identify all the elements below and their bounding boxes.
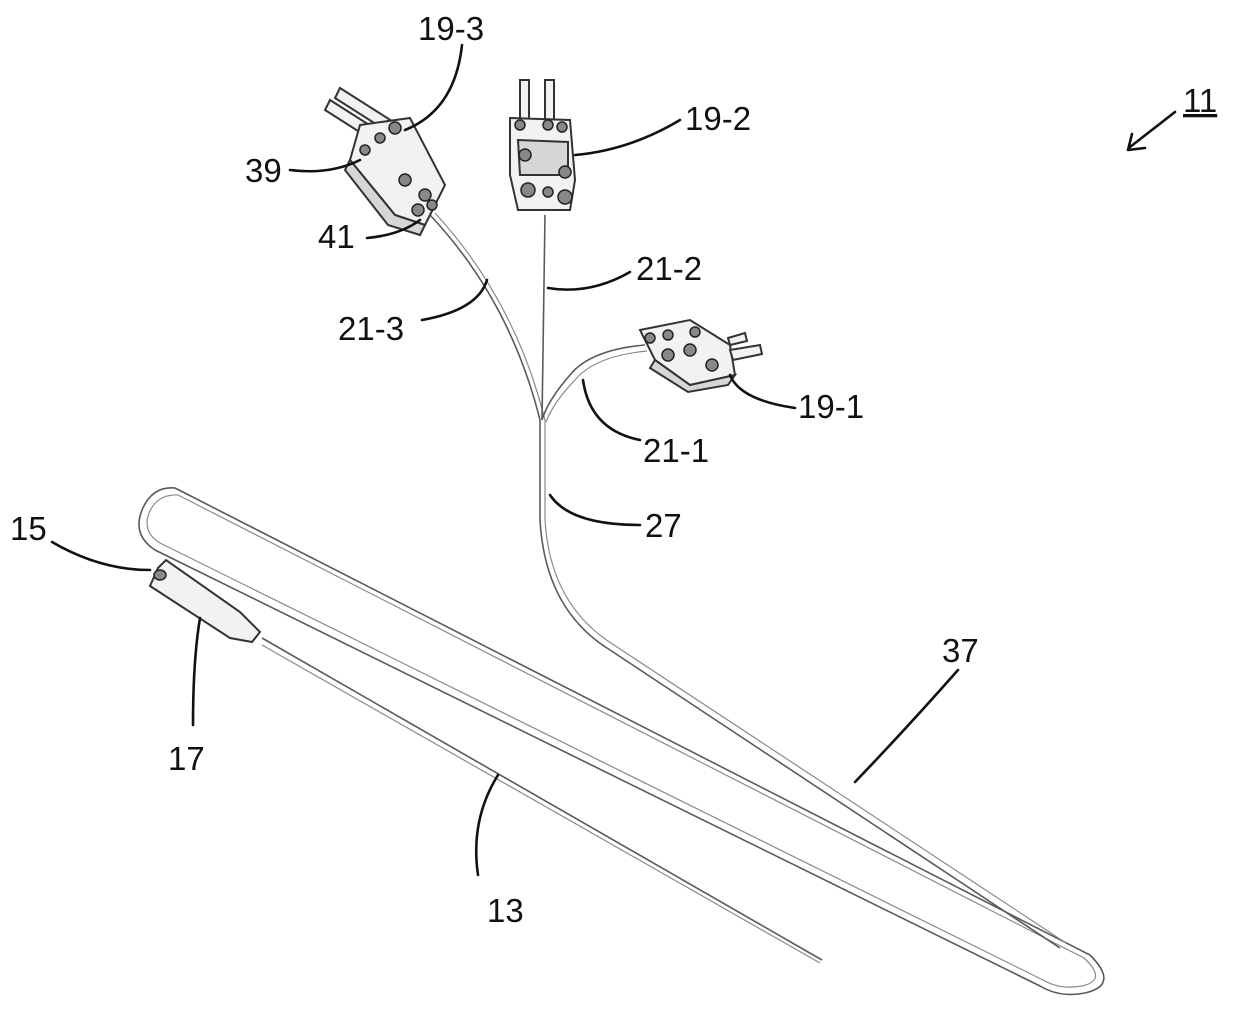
probe-handle	[150, 560, 260, 642]
leader-19-1	[730, 375, 795, 408]
label-27: 27	[645, 507, 682, 544]
leader-21-3	[422, 280, 487, 320]
label-21-1: 21-1	[643, 432, 709, 469]
label-19-2: 19-2	[685, 100, 751, 137]
label-19-3: 19-3	[418, 10, 484, 47]
leader-lines	[52, 45, 1175, 875]
label-21-3: 21-3	[338, 310, 404, 347]
wire-21-3	[430, 215, 540, 420]
wire-bundle	[430, 213, 1066, 948]
leader-27	[550, 495, 640, 525]
label-11: 11	[1183, 82, 1217, 119]
label-41: 41	[318, 218, 355, 255]
loop-element	[139, 488, 1104, 995]
label-15: 15	[10, 510, 47, 547]
label-13: 13	[487, 892, 524, 929]
label-37: 37	[942, 632, 979, 669]
probe-assembly	[150, 560, 822, 963]
connector-19-1	[640, 320, 762, 392]
wire-21-2	[542, 215, 545, 420]
label-39: 39	[245, 152, 282, 189]
label-19-1: 19-1	[798, 388, 864, 425]
leader-19-3	[405, 45, 462, 130]
probe-shaft	[262, 638, 822, 960]
label-17: 17	[168, 740, 205, 777]
leader-13	[476, 775, 498, 875]
leader-21-1	[583, 380, 640, 440]
label-21-2: 21-2	[636, 250, 702, 287]
leader-17	[193, 618, 200, 725]
leader-19-2	[575, 120, 680, 155]
leader-15	[52, 542, 150, 570]
connector-19-2	[510, 80, 575, 210]
connector-19-3	[325, 88, 445, 235]
probe-tip	[154, 570, 166, 580]
leader-21-2	[548, 272, 630, 290]
arrow-line-11	[1130, 112, 1175, 147]
bundle-cable	[540, 420, 1060, 948]
leader-37	[855, 670, 958, 782]
